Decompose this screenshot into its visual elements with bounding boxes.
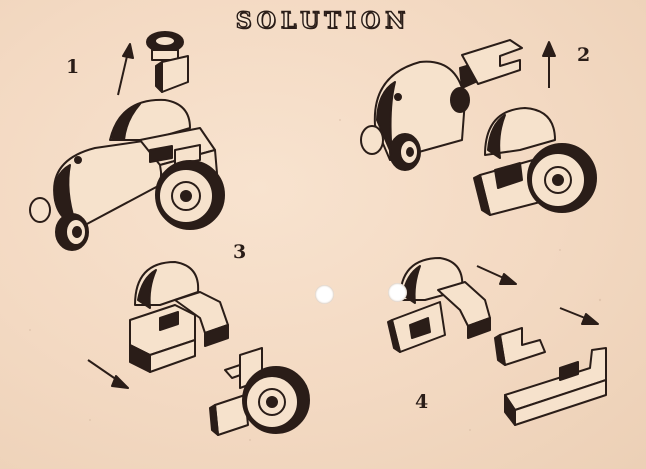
- wheel-icon: [155, 160, 225, 230]
- puzzle-piece-icon: [129, 261, 229, 373]
- arrow-icon: [476, 265, 517, 285]
- step-number-3: 3: [233, 241, 247, 263]
- step-2-figure: [360, 39, 597, 216]
- wheel-assembly-icon: [473, 107, 597, 216]
- step-3-figure: [87, 261, 310, 436]
- seat-piece-icon: [146, 31, 189, 93]
- step-number-1: 1: [66, 56, 80, 78]
- step-4-figure: [387, 257, 607, 426]
- arrow-icon: [559, 307, 599, 325]
- wheel-axle-icon: [209, 347, 310, 436]
- puzzle-piece-icon: [494, 327, 607, 426]
- step-1-figure: [29, 31, 225, 251]
- step-number-2: 2: [577, 44, 591, 66]
- arrow-icon: [117, 43, 134, 96]
- card-title: SOLUTION: [235, 7, 411, 34]
- step-number-4: 4: [415, 391, 429, 413]
- arrow-icon: [87, 359, 129, 389]
- puzzle-piece-icon: [387, 257, 491, 353]
- arrow-icon: [542, 41, 556, 88]
- tractor-icon: [29, 98, 225, 251]
- punch-hole: [315, 285, 334, 304]
- tractor-body-icon: [360, 39, 523, 171]
- punch-hole: [388, 283, 407, 302]
- wheel-icon: [29, 197, 89, 251]
